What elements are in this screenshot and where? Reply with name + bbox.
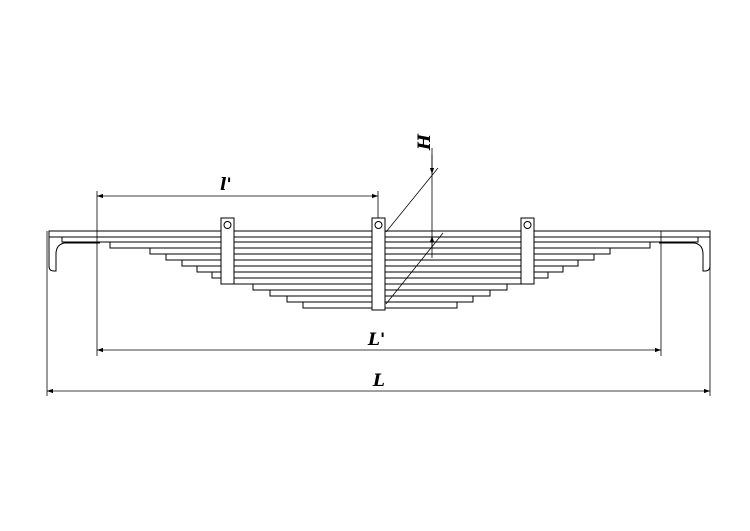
center-clamp — [371, 217, 386, 311]
right-clamp — [520, 217, 535, 285]
upper-slant-line — [385, 167, 439, 233]
label-half-span: l' — [220, 175, 232, 195]
extension-lines — [46, 191, 711, 396]
clamps — [220, 217, 535, 311]
height-construction — [385, 148, 444, 305]
label-span: L' — [367, 330, 385, 350]
left-eye — [48, 237, 100, 272]
left-clamp — [220, 217, 235, 285]
label-height: H — [415, 133, 435, 151]
label-total-length: L — [372, 371, 385, 391]
dimension-lines — [47, 193, 710, 394]
lower-slant-line — [385, 232, 444, 305]
